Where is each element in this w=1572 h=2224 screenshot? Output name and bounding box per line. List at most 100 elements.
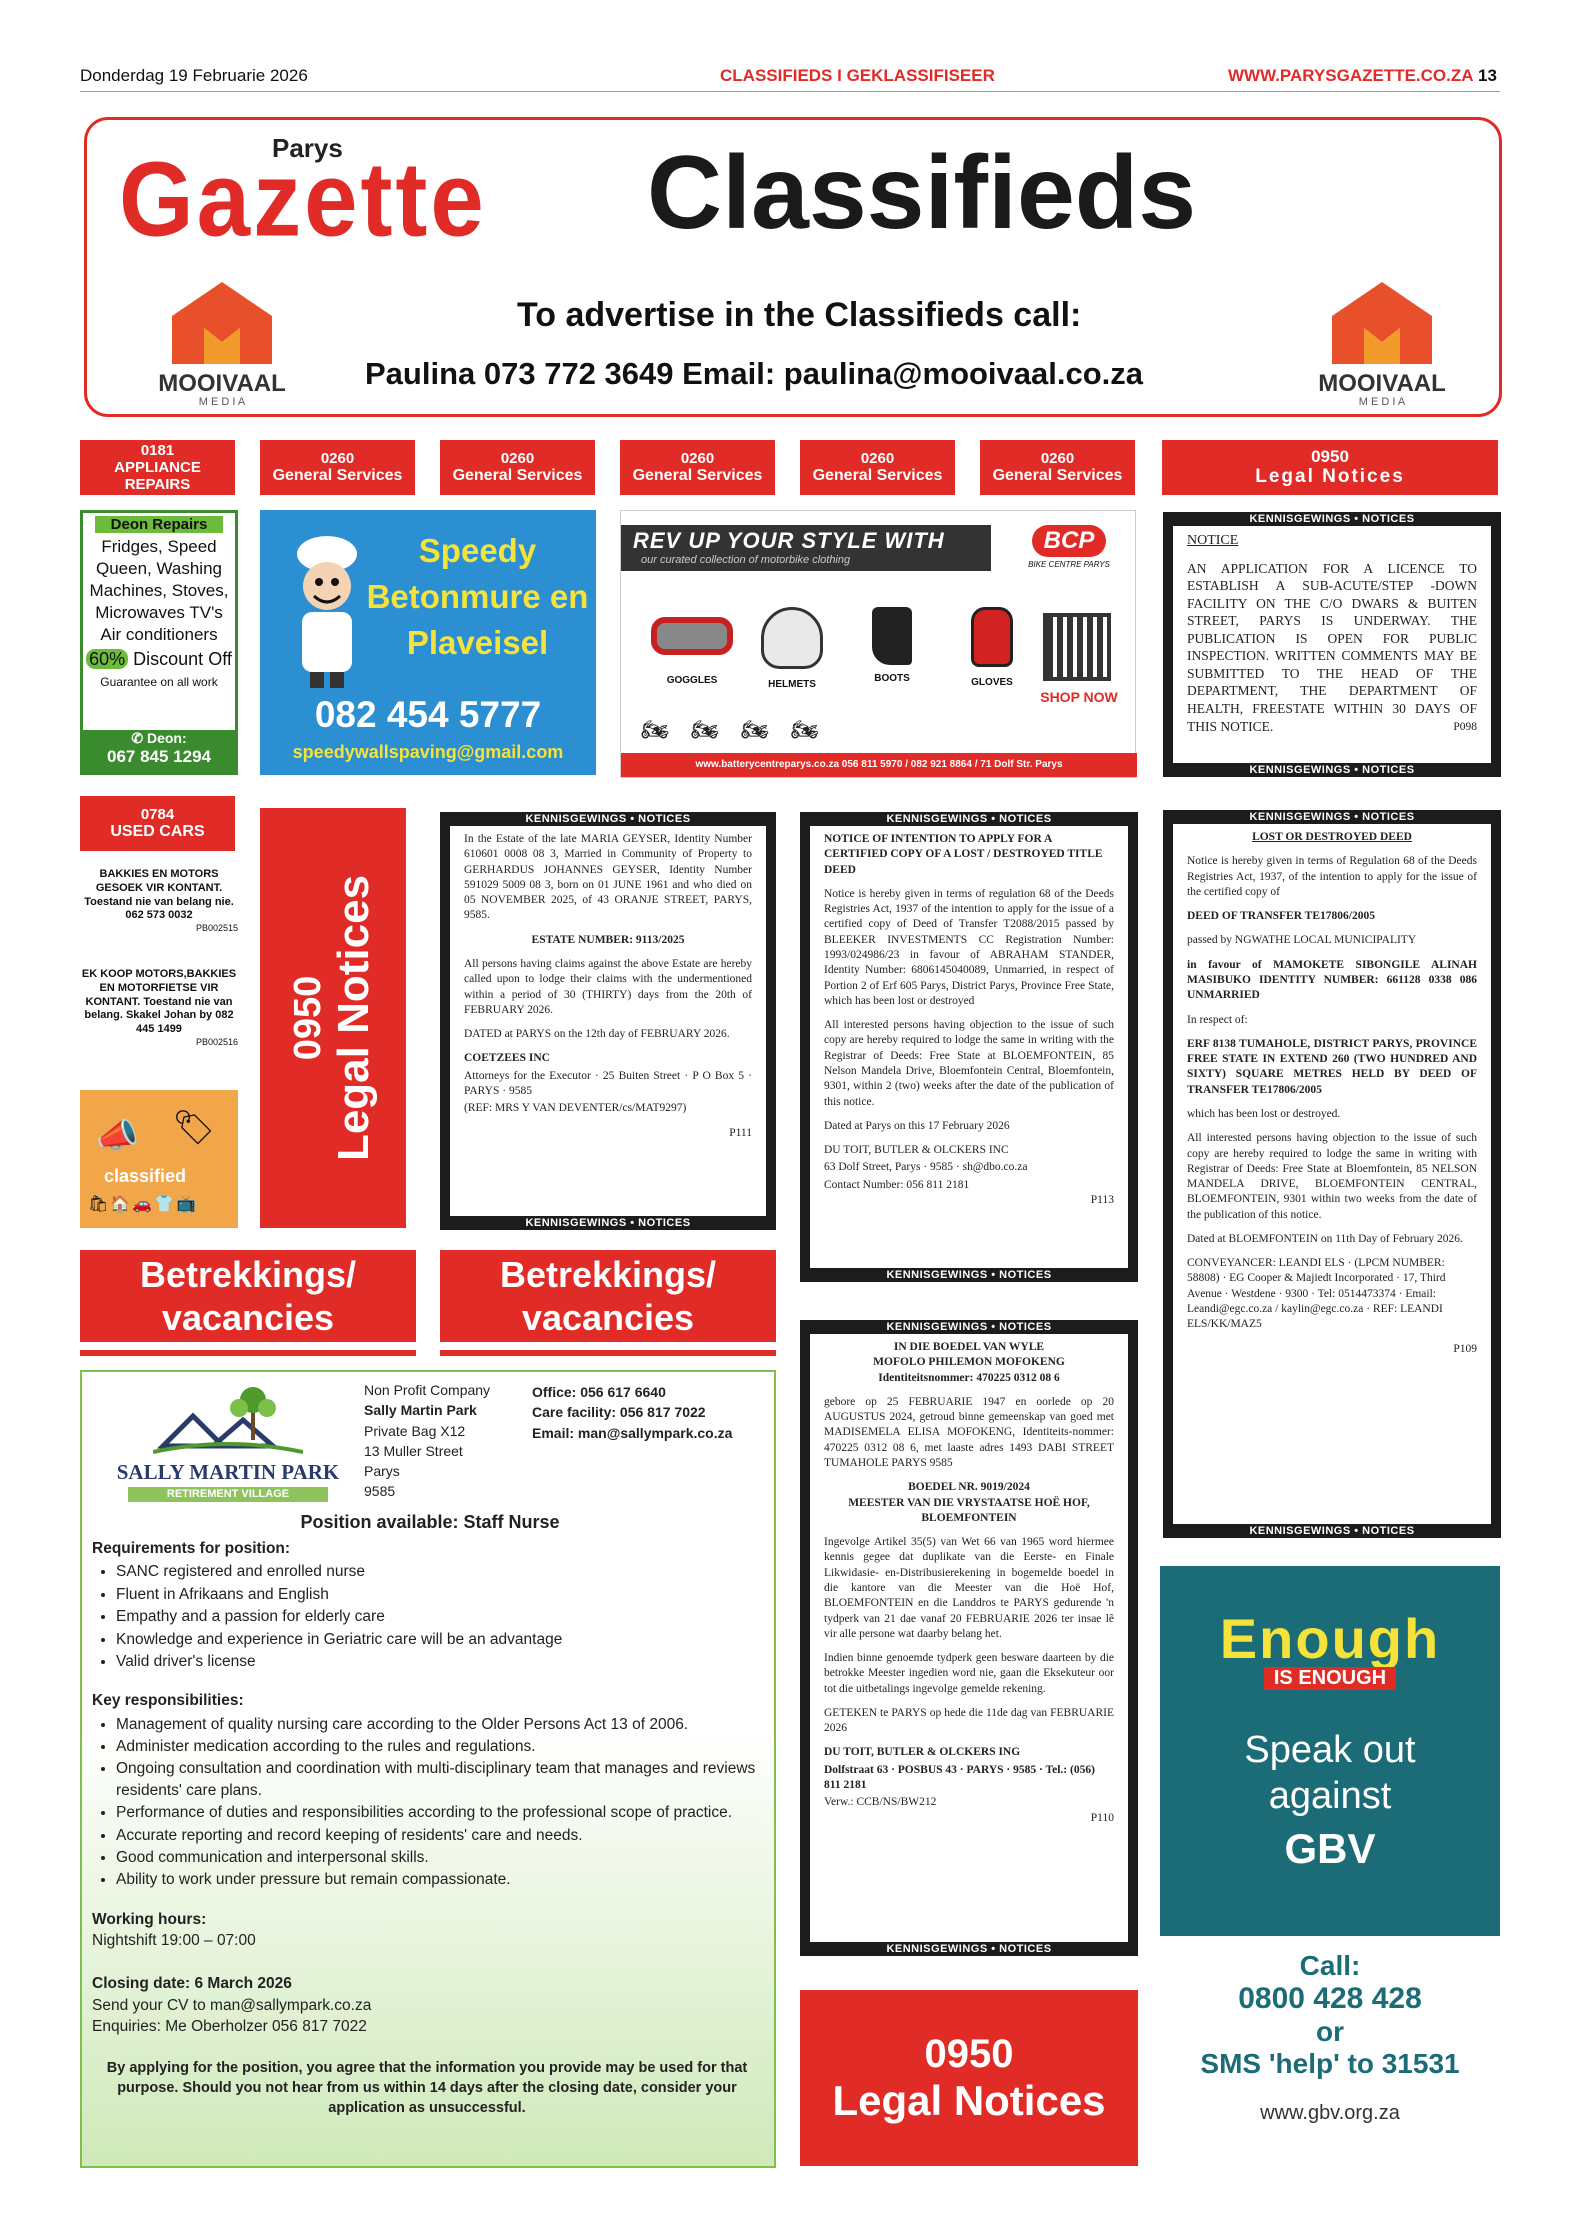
notice-title-deed-stander: KENNISGEWINGS • NOTICES NOTICE OF INTENT… xyxy=(800,812,1138,1282)
classifieds-banner: Parys Gazette Classifieds To advertise i… xyxy=(84,117,1502,417)
notice-geyser-estate: KENNISGEWINGS • NOTICES In the Estate of… xyxy=(440,812,776,1230)
hours-value: Nightshift 19:00 – 07:00 xyxy=(92,1932,256,1949)
gbv-sms[interactable]: SMS 'help' to 31531 xyxy=(1200,2048,1460,2079)
geyser-refline: (REF: MRS Y VAN DEVENTER/cs/MAT9297) xyxy=(464,1102,687,1115)
deon-guarantee: Guarantee on all work xyxy=(100,674,218,689)
boedel-title1: IN DIE BOEDEL VAN WYLE xyxy=(893,1341,1045,1353)
category-head-services-2: 0260 General Services xyxy=(440,440,595,495)
mooivaal-logo-right: MOOIVAAL M E D I A xyxy=(1297,276,1467,408)
bcp-footer[interactable]: www.batterycentreparys.co.za 056 811 597… xyxy=(621,753,1137,777)
goggles-icon xyxy=(651,617,733,655)
gbv-call: Call: xyxy=(1299,1950,1361,1981)
header-date: Donderdag 19 Februarie 2026 xyxy=(80,66,308,85)
goggles-label: GOGGLES xyxy=(666,675,718,686)
category-head-services-1: 0260 General Services xyxy=(260,440,415,495)
house-logo-icon xyxy=(1332,282,1432,364)
geyser-ref: P111 xyxy=(729,1126,752,1139)
bcp-logo-text: BCP xyxy=(1031,525,1107,557)
sally-care: Care facility: 056 817 7022 xyxy=(532,1404,706,1421)
boedel-verw: Verw.: CCB/NS/BW212 xyxy=(824,1796,937,1809)
speedy-phone[interactable]: 082 454 5777 xyxy=(314,694,542,735)
deed1-p1: Notice is hereby given in terms of regul… xyxy=(824,887,1114,1007)
qr-code-icon[interactable] xyxy=(1043,613,1111,681)
classified-label: classified xyxy=(104,1166,187,1186)
deed2-dated: Dated at BLOEMFONTEIN on 11th Day of Feb… xyxy=(1187,1232,1463,1245)
boedel-ref: P110 xyxy=(1090,1811,1114,1824)
list-item: Valid driver's license xyxy=(116,1651,762,1672)
product-helmets[interactable]: HELMETS xyxy=(747,607,837,717)
deed1-address: 63 Dolf Street, Parys · 9585 · sh@dbo.co… xyxy=(824,1161,1028,1174)
used-car-ad-2-text: EK KOOP MOTORS,BAKKIES EN MOTORFIETSE VI… xyxy=(81,968,237,1035)
deed1-firm: DU TOIT, BUTLER & OLCKERS INC xyxy=(824,1144,1009,1157)
notice-band: KENNISGEWINGS • NOTICES xyxy=(1173,512,1491,526)
list-item: Ability to work under pressure but remai… xyxy=(116,1869,762,1890)
product-gloves[interactable]: GLOVES xyxy=(947,607,1037,717)
is-enough: IS ENOUGH xyxy=(1263,1667,1397,1690)
gbv-url[interactable]: www.gbv.org.za xyxy=(1260,2102,1400,2125)
gloves-label: GLOVES xyxy=(971,677,1013,688)
product-goggles[interactable]: GOGGLES xyxy=(647,607,737,717)
deed1-p3: Dated at Parys on this 17 February 2026 xyxy=(824,1119,1010,1132)
gbv-or: or xyxy=(1316,2016,1344,2047)
list-item: Administer medication according to the r… xyxy=(116,1736,762,1757)
whatsapp-icon: ✆ xyxy=(131,730,144,746)
call-text: To advertise in the Classifieds call: xyxy=(517,296,1082,334)
speedy-email[interactable]: speedywallspaving@gmail.com xyxy=(292,742,564,762)
header-website[interactable]: WWW.PARYSGAZETTE.CO.ZA xyxy=(1228,66,1474,85)
items-icons: 🛍🏠🚗👕📺 xyxy=(88,1196,198,1213)
send-cv[interactable]: Send your CV to man@sallympark.co.za xyxy=(92,1996,372,2014)
geyser-p3: DATED at PARYS on the 12th day of FEBRUA… xyxy=(464,1028,730,1041)
geyser-p1: In the Estate of the late MARIA GEYSER, … xyxy=(464,833,752,922)
deed1-contact: Contact Number: 056 811 2181 xyxy=(824,1178,970,1191)
sally-logo-title: SALLY MARTIN PARK xyxy=(116,1460,340,1484)
requirements-list: SANC registered and enrolled nurse Fluen… xyxy=(92,1561,762,1672)
notice-band: KENNISGEWINGS • NOTICES xyxy=(1173,810,1491,824)
gbv-number[interactable]: 0800 428 428 xyxy=(1238,1982,1422,2015)
shop-now-button[interactable]: SHOP NOW xyxy=(1040,689,1118,705)
bcp-headline: REV UP YOUR STYLE WITH xyxy=(633,528,945,553)
bcp-logo: BCP BIKE CENTRE PARYS xyxy=(1011,525,1127,581)
list-item: Good communication and interpersonal ski… xyxy=(116,1847,762,1868)
glove-icon xyxy=(971,607,1013,667)
responsibilities-list: Management of quality nursing care accor… xyxy=(92,1714,762,1891)
notice-band: KENNISGEWINGS • NOTICES xyxy=(450,812,766,826)
notice-band: KENNISGEWINGS • NOTICES xyxy=(810,1942,1128,1956)
sally-body: Requirements for position: SANC register… xyxy=(92,1538,762,2118)
geyser-firm: COETZEES INC xyxy=(464,1052,550,1065)
list-item: Accurate reporting and record keeping of… xyxy=(116,1825,762,1846)
used-car-ad-2: EK KOOP MOTORS,BAKKIES EN MOTORFIETSE VI… xyxy=(80,968,238,1068)
category-head-used-cars: 0784 USED CARS xyxy=(80,796,235,851)
deon-contact-box[interactable]: ✆ Deon: 067 845 1294 xyxy=(83,730,235,772)
bcp-tagline: our curated collection of motorbike clot… xyxy=(641,554,851,566)
deed2-conveyancer: CONVEYANCER: LEANDI ELS · (LPCM NUMBER: … xyxy=(1187,1257,1446,1331)
logo-name: MOOIVAAL xyxy=(1318,370,1446,397)
deed2-deed: DEED OF TRANSFER TE17806/2005 xyxy=(1187,910,1375,923)
deed2-p2: All interested persons having objection … xyxy=(1187,1132,1477,1221)
boedel-meester: MEESTER VAN DIE VRYSTAATSE HOË HOF, BLOE… xyxy=(848,1496,1090,1524)
deed2-p1: Notice is hereby given in terms of Regul… xyxy=(1187,855,1477,898)
deon-name: Deon: xyxy=(146,730,187,746)
deed2-passed: passed by NGWATHE LOCAL MUNICIPALITY xyxy=(1187,934,1417,947)
deed2-title: LOST OR DESTROYED DEED xyxy=(1252,831,1412,843)
bcp-logo-sub: BIKE CENTRE PARYS xyxy=(1028,560,1110,569)
sally-contacts: Office: 056 617 6640 Care facility: 056 … xyxy=(532,1382,772,1443)
sally-email[interactable]: Email: man@sallympark.co.za xyxy=(532,1424,733,1441)
deed2-respect: In respect of: xyxy=(1187,1013,1248,1026)
gbv-word: GBV xyxy=(1284,1825,1376,1873)
boedel-p2: Ingevolge Artikel 35(5) van Wet 66 van 1… xyxy=(824,1536,1114,1640)
product-boots[interactable]: BOOTS xyxy=(847,607,937,717)
brand-big: Gazette xyxy=(119,141,487,259)
notice-band: KENNISGEWINGS • NOTICES xyxy=(1173,1524,1491,1538)
deon-phone: 067 845 1294 xyxy=(107,746,211,766)
contact-line[interactable]: Paulina 073 772 3649 Email: paulina@mooi… xyxy=(365,356,1144,391)
sally-org: Non Profit Company Sally Martin Park Pri… xyxy=(364,1382,491,1500)
notice-heading: NOTICE xyxy=(1187,533,1239,548)
village-tree-icon xyxy=(153,1387,303,1454)
req-heading: Requirements for position: xyxy=(92,1540,291,1557)
deed1-ref: P113 xyxy=(1090,1193,1114,1206)
notice-lost-deed-masibuko: KENNISGEWINGS • NOTICES LOST OR DESTROYE… xyxy=(1163,810,1501,1538)
used-car-ad-1-text: BAKKIES EN MOTORS GESOEK VIR KONTANT. To… xyxy=(84,868,234,922)
deed1-title: NOTICE OF INTENTION TO APPLY FOR A CERTI… xyxy=(824,833,1103,876)
sally-logo: SALLY MARTIN PARK RETIREMENT VILLAGE xyxy=(108,1386,348,1503)
list-item: Fluent in Afrikaans and English xyxy=(116,1584,762,1605)
